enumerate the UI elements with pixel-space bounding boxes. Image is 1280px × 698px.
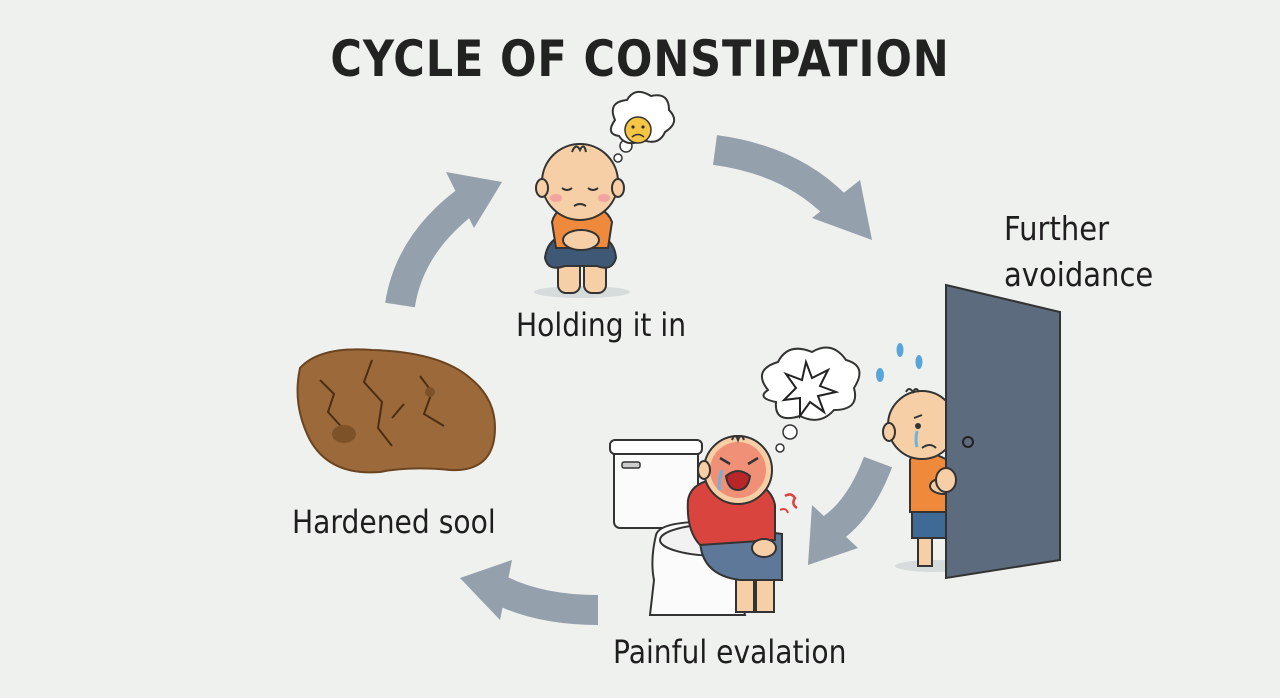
crying-child-illustration	[686, 435, 798, 613]
stage-label-further-avoidance: Further avoidance	[1004, 206, 1153, 298]
stage-label-painful: Painful evalation	[613, 633, 847, 671]
sweat-drop-icon	[876, 368, 884, 382]
stage-label-holding: Holding it in	[516, 306, 687, 344]
holding-child-illustration	[534, 143, 630, 298]
pain-thought-bubble	[760, 346, 861, 453]
hardened-stool-illustration	[296, 348, 496, 474]
worried-thought-bubble	[609, 90, 676, 163]
cycle-arrow-holding-to-further	[712, 135, 872, 240]
door-knob-icon	[962, 436, 974, 448]
cycle-arrow-painful-to-hardened	[460, 560, 599, 625]
burst-icon	[781, 358, 840, 420]
further-label-line1: Further	[1004, 209, 1110, 248]
cycle-arrow-further-to-painful	[808, 456, 893, 565]
sad-face-icon	[624, 116, 652, 144]
page-title: CYCLE OF CONSTIPATION	[330, 30, 950, 88]
door-illustration	[935, 283, 1061, 580]
avoiding-child-illustration	[876, 343, 975, 572]
cycle-arrow-hardened-to-holding	[385, 172, 502, 308]
further-label-line2: avoidance	[1004, 255, 1154, 294]
stage-label-hardened: Hardened sool	[292, 503, 496, 541]
